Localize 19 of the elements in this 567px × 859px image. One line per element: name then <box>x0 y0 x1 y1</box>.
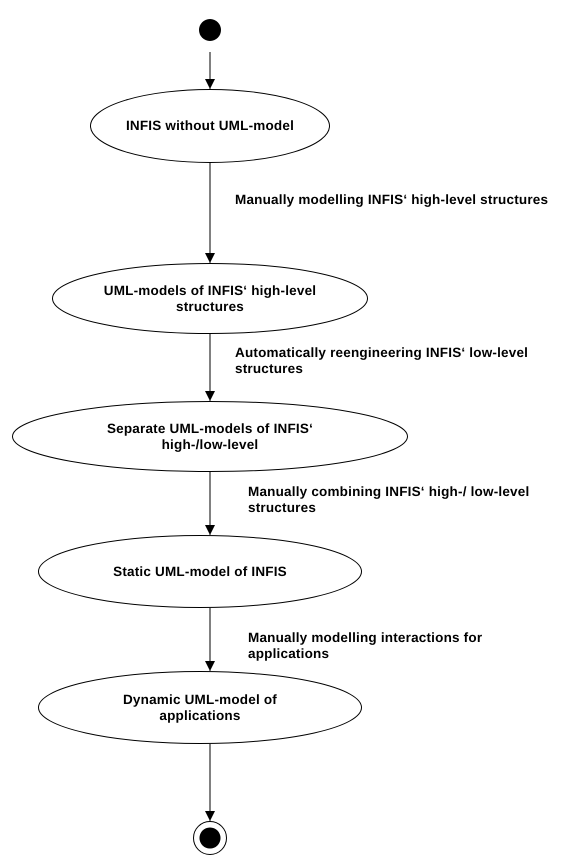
arrow <box>205 744 215 822</box>
state-label: Separate UML-models of INFIS‘ high-/low-level <box>106 420 314 452</box>
arrow <box>205 52 215 90</box>
state-ellipse <box>90 89 330 163</box>
state-label: INFIS without UML-model <box>126 118 294 134</box>
state-ellipse <box>52 263 368 334</box>
state-label: Dynamic UML-model of applications <box>122 692 278 724</box>
final-state <box>193 821 227 855</box>
arrow <box>205 334 215 402</box>
edge-label: Manually modelling INFIS‘ high-level structures <box>235 192 548 208</box>
state-ellipse <box>12 401 408 472</box>
state-ellipse <box>38 671 362 744</box>
arrow <box>205 608 215 672</box>
arrow <box>205 472 215 536</box>
state-label: UML-models of INFIS‘ high-level structures <box>102 282 318 314</box>
arrow <box>205 162 215 264</box>
initial-state <box>199 19 221 41</box>
state-ellipse <box>38 535 362 608</box>
state-label: Static UML-model of INFIS <box>113 564 287 580</box>
